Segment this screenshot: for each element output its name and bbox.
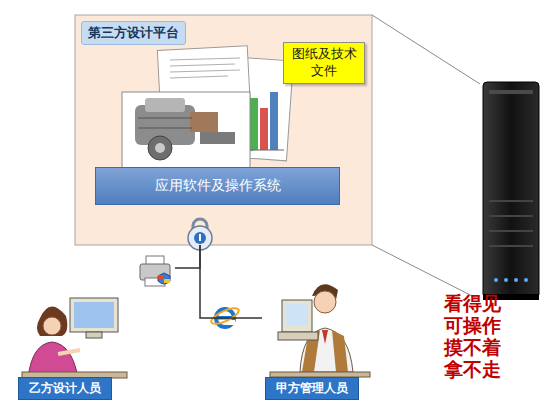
designer-figure-part [74, 302, 114, 328]
manager-figure-part [278, 332, 318, 340]
document-stack-part-part [250, 98, 258, 150]
server-tower-part [504, 278, 508, 282]
server-tower-part [489, 230, 533, 232]
document-stack-part-part [170, 64, 235, 66]
platform-panel [75, 15, 372, 245]
document-stack-part [122, 92, 250, 170]
server-tower-part [514, 278, 518, 282]
software-slab: 应用软件及操作系统 [95, 167, 340, 205]
magnify-lines-part [372, 245, 480, 300]
designer-figure-part [43, 317, 61, 335]
lock-icon-part [194, 232, 206, 244]
server-tower-part [489, 245, 533, 247]
manager-node: 甲方管理人员 [262, 268, 377, 402]
callout-text: 图纸及技术文件 [290, 46, 358, 80]
slogan-line: 摸不着 [444, 336, 501, 358]
engine-picture-part [138, 128, 192, 129]
printer-icon-part [158, 275, 164, 279]
document-stack-part [170, 58, 240, 78]
engine-picture [135, 98, 235, 160]
magnify-lines [372, 15, 480, 300]
platform-frame: 第三方设计平台图纸及技术文件应用软件及操作系统 [75, 15, 372, 245]
engine-picture-part [155, 143, 165, 153]
lock-icon-part [199, 234, 201, 241]
document-stack-part-part [170, 76, 228, 78]
server-tower [483, 82, 539, 300]
slogan-line: 可操作 [444, 314, 501, 336]
engine-picture-part [148, 136, 172, 160]
designer-figure-part [58, 350, 80, 354]
document-stack [122, 46, 293, 170]
designer-figure-part [70, 298, 118, 332]
manager-figure [270, 284, 370, 377]
document-stack-part-part [170, 58, 240, 60]
document-stack-part-part [170, 70, 240, 72]
role-label: 乙方设计人员 [18, 377, 112, 400]
document-stack-part-part [260, 108, 268, 150]
browser-icon [209, 305, 240, 327]
manager-figure-part [314, 291, 336, 313]
designer-figure-part [37, 306, 67, 336]
manager-figure-part [282, 300, 312, 332]
engine-picture-part [138, 118, 192, 119]
document-stack-part-part [246, 150, 284, 151]
engine-picture-part [200, 132, 235, 144]
printer-icon-part [164, 279, 170, 283]
designer-figure-part [86, 332, 102, 338]
network-line [200, 245, 262, 318]
browser-icon-part [209, 305, 240, 327]
server-tower-part [489, 90, 533, 94]
document-stack-part-part [270, 92, 278, 150]
engine-picture-part [145, 98, 185, 112]
printer-icon [140, 256, 170, 286]
slab-text: 应用软件及操作系统 [155, 177, 281, 195]
role-label: 甲方管理人员 [265, 377, 359, 400]
designer-node: 乙方设计人员 [15, 250, 175, 402]
slogan-line: 看得见 [444, 292, 501, 314]
slogan-block: 看得见可操作摸不着拿不走 [444, 292, 501, 380]
designer-figure [22, 298, 127, 378]
slogan-line: 拿不走 [444, 358, 501, 380]
server-tower-part [483, 82, 539, 298]
server-tower-part [489, 215, 533, 217]
printer-icon-part [158, 273, 170, 284]
document-stack-part [246, 92, 284, 150]
manager-figure-part [286, 304, 308, 326]
callout-box: 图纸及技术文件 [283, 42, 365, 84]
magnify-lines-part [372, 15, 480, 84]
server-tower-part [489, 200, 533, 202]
frame-title: 第三方设计平台 [81, 21, 186, 45]
network-line [175, 245, 200, 268]
server-tower-part [494, 278, 498, 282]
manager-figure-part [322, 330, 328, 344]
server-tower-part [524, 278, 528, 282]
engine-picture-part [190, 112, 218, 132]
